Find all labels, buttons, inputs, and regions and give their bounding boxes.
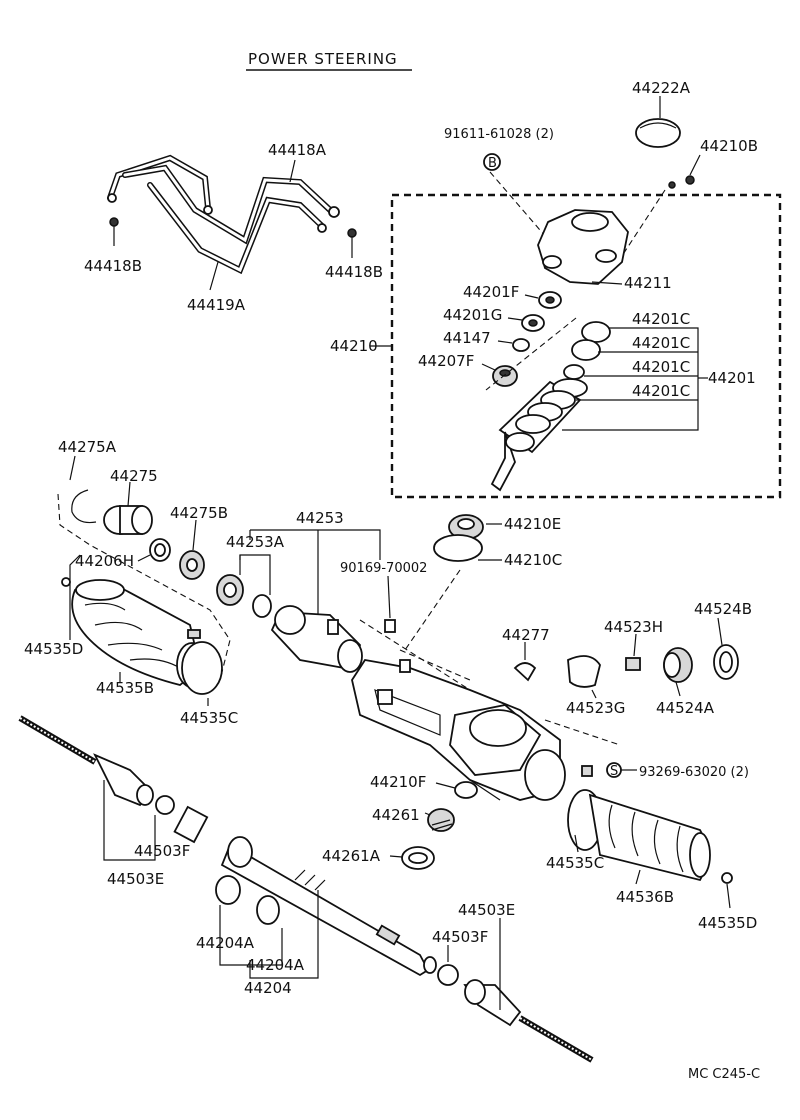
valve-housing-44211: [537, 209, 629, 285]
label-44261: 44261: [372, 806, 420, 824]
diagram-title: POWER STEERING: [248, 50, 398, 68]
label-44201G: 44201G: [443, 306, 502, 324]
label-44503F-right: 44503F: [432, 928, 488, 946]
label-44418B-left: 44418B: [84, 257, 142, 275]
label-44147: 44147: [443, 329, 491, 347]
bushing-44204A-2: [256, 895, 280, 925]
label-44535D-right: 44535D: [698, 914, 757, 932]
label-s: S: [610, 764, 618, 779]
plug-44210C: [433, 534, 483, 562]
gear-housing: [351, 659, 566, 801]
dust-cover-44222A: [635, 118, 681, 148]
label-44536B: 44536B: [616, 888, 674, 906]
label-44261A: 44261A: [322, 847, 381, 865]
guide-44277: [513, 662, 537, 682]
label-44204A-1: 44204A: [196, 934, 255, 952]
label-44275B: 44275B: [170, 504, 228, 522]
label-93269-63020: 93269-63020 (2): [639, 765, 749, 780]
diagram-code: MC C245-C: [688, 1067, 760, 1082]
clamp-44535D-left: [61, 577, 71, 587]
o-ring-1: [581, 321, 611, 343]
o-ring-2: [571, 339, 601, 361]
label-44535B: 44535B: [96, 679, 154, 697]
seal-44210F: [454, 781, 478, 799]
label-44210: 44210: [330, 337, 378, 355]
label-44210B: 44210B: [700, 137, 758, 155]
bolt-b-symbol: [483, 153, 501, 171]
label-44419A: 44419A: [187, 296, 246, 314]
label-44535C-left: 44535C: [180, 709, 238, 727]
ring-44147: [512, 338, 530, 352]
label-44201: 44201: [708, 369, 756, 387]
label-44253A: 44253A: [226, 533, 285, 551]
label-44201C-1: 44201C: [632, 310, 690, 328]
label-44523G: 44523G: [566, 699, 625, 717]
lock-washer-44503F-left: [155, 795, 175, 815]
rack-44204: [173, 805, 437, 977]
label-44211: 44211: [624, 274, 672, 292]
pressure-tube-group: [107, 154, 357, 291]
label-44524B: 44524B: [694, 600, 752, 618]
label-44201C-3: 44201C: [632, 358, 690, 376]
label-44523H: 44523H: [604, 618, 663, 636]
clamp-44535D-right: [721, 872, 733, 884]
label-44275: 44275: [110, 467, 158, 485]
bush-44275: [103, 505, 153, 535]
label-44503E-right: 44503E: [458, 901, 515, 919]
label-44201C-4: 44201C: [632, 382, 690, 400]
label-44535C-right: 44535C: [546, 854, 604, 872]
cylinder-end-housing-44253: [270, 605, 363, 673]
label-91611-61028: 91611-61028 (2): [444, 127, 554, 142]
union-bolt-right: [347, 228, 357, 238]
union-90169: [384, 619, 396, 633]
label-44222A: 44222A: [632, 79, 691, 97]
label-44277: 44277: [502, 626, 550, 644]
label-44201C-2: 44201C: [632, 334, 690, 352]
union-bolt-left: [109, 217, 119, 227]
label-44201F: 44201F: [463, 283, 519, 301]
label-44210C: 44210C: [504, 551, 562, 569]
label-44204: 44204: [244, 979, 292, 997]
ring-44253A: [252, 594, 272, 618]
spring-44523H: [625, 657, 641, 671]
label-44253: 44253: [296, 509, 344, 527]
label-44206H: 44206H: [75, 552, 134, 570]
label-90169-70002: 90169-70002: [340, 561, 427, 576]
control-valve-44201: [490, 378, 588, 492]
label-44275A: 44275A: [58, 438, 117, 456]
rack-guide-44523G: [567, 655, 601, 688]
snap-ring-44275A: [71, 489, 97, 524]
label-44418A: 44418A: [268, 141, 327, 159]
bushing-44204A-1: [215, 875, 241, 905]
tie-rod-left: [18, 715, 154, 807]
label-44418B-right: 44418B: [325, 263, 383, 281]
label-44503E-left: 44503E: [107, 870, 164, 888]
label-44204A-2: 44204A: [246, 956, 305, 974]
label-44503F-left: 44503F: [134, 842, 190, 860]
clip-44535C-left: [181, 641, 223, 695]
label-44535D-left: 44535D: [24, 640, 83, 658]
label-44207F: 44207F: [418, 352, 474, 370]
label-44210E: 44210E: [504, 515, 561, 533]
label-44524A: 44524A: [656, 699, 715, 717]
label-44210F: 44210F: [370, 773, 426, 791]
label-b: B: [488, 156, 497, 171]
o-ring-3: [563, 364, 585, 380]
tie-rod-right: [437, 964, 594, 1063]
bellows-boot-right-44536B: [567, 789, 711, 882]
